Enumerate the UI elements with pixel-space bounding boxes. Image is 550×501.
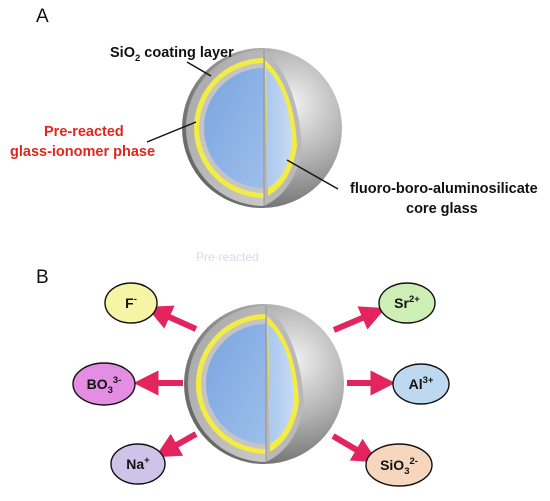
ion-borate-bubble: [72, 362, 136, 406]
panel-b: B F- Sr2+ BO33- Al3+: [36, 267, 450, 487]
phase-leader-line: [146, 121, 197, 143]
ion-aluminum-label: Al3+: [409, 375, 434, 392]
arrow-fluoride: [146, 305, 198, 332]
ion-strontium-label: Sr2+: [394, 294, 420, 311]
ion-borate: BO33-: [72, 362, 136, 406]
ion-strontium: Sr2+: [378, 282, 436, 324]
ion-sodium-bubble: [110, 443, 166, 485]
panel-b-letter: B: [36, 267, 49, 288]
panel-a-particle: [181, 47, 343, 209]
phase-label-line1: Pre-reacted: [44, 124, 124, 140]
ion-strontium-bubble: [378, 282, 436, 324]
ion-sodium: Na+: [110, 443, 166, 485]
phase-label-line2: glass-ionomer phase: [10, 144, 155, 160]
coating-layer-label: SiO2 coating layer: [110, 45, 234, 64]
ion-fluoride-bubble: [104, 282, 158, 324]
panel-b-particle: [183, 303, 345, 465]
ion-fluoride: F-: [104, 282, 158, 324]
ion-silicate: SiO32-: [365, 443, 433, 487]
ion-silicate-bubble: [365, 443, 433, 487]
arrow-sodium: [155, 431, 198, 458]
core-label-line2: core glass: [406, 201, 478, 217]
ion-aluminum-bubble: [392, 363, 450, 405]
panel-a-letter: A: [36, 6, 49, 27]
ion-sodium-label: Na+: [126, 455, 150, 472]
ion-silicate-label: SiO32-: [380, 456, 418, 477]
panel-a: A SiO2 coating layer Pre-reacted glass-i…: [10, 6, 538, 264]
ion-borate-label: BO33-: [87, 375, 122, 396]
coating-leader-line: [186, 61, 212, 77]
faint-residual-text: Pre-reacted: [196, 250, 259, 264]
core-leader-line: [286, 159, 339, 190]
ion-aluminum: Al3+: [392, 363, 450, 405]
arrow-silicate: [331, 433, 378, 463]
arrow-strontium: [332, 306, 386, 333]
release-arrows: [133, 305, 396, 463]
ion-fluoride-label: F-: [125, 294, 137, 311]
core-label-line1: fluoro-boro-aluminosilicate: [350, 181, 538, 197]
